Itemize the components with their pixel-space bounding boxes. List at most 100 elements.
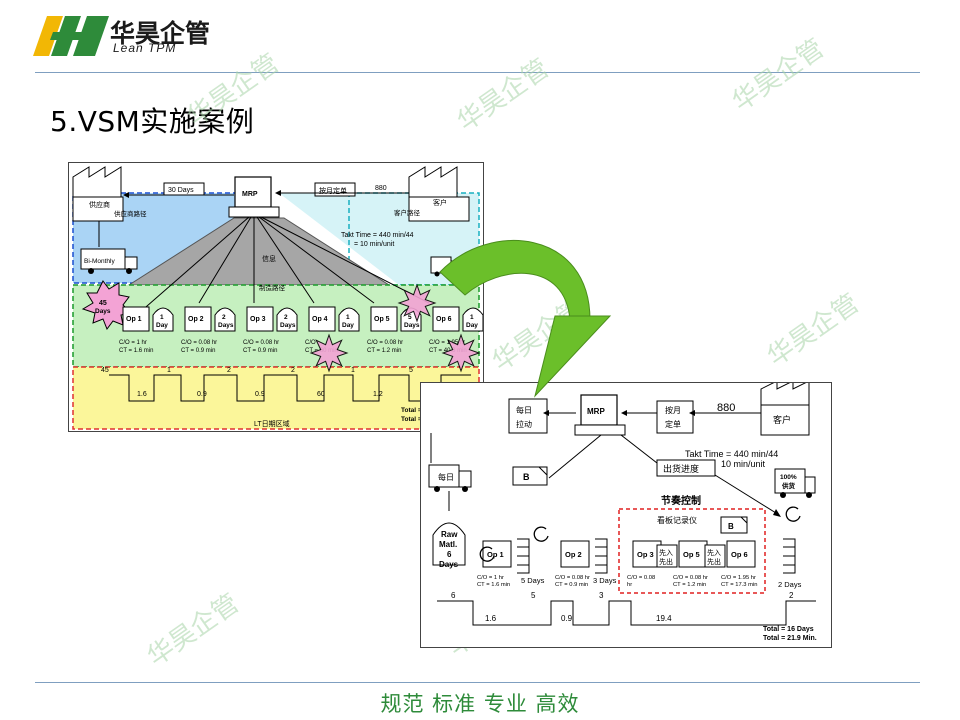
mrp-label: MRP	[587, 407, 605, 416]
manuf-path-label: 制造路径	[259, 283, 286, 292]
cycle-time: CT = 0.9 min	[243, 348, 277, 354]
cycle-time: hr	[627, 582, 632, 588]
mrp-label: MRP	[242, 191, 258, 198]
takt-label: Takt Time = 440 min/44	[685, 449, 778, 459]
cycle-time: CT = 1.2 min	[367, 348, 401, 354]
order-label-1: 按月	[665, 405, 681, 415]
inventory-burst	[309, 333, 349, 373]
timeline-time: 0.9	[561, 614, 573, 623]
kanban-b-label: B	[728, 522, 734, 531]
inventory-unit: Day	[342, 322, 354, 329]
process-box: Op 5	[370, 306, 398, 332]
timeline-days: 1	[351, 367, 355, 374]
footer-divider	[35, 682, 920, 683]
fifo-label-2: 先出	[659, 557, 673, 566]
process-label: Op 1	[126, 316, 142, 323]
changeover: C/O = 0.08 hr	[673, 575, 708, 581]
lt-zone	[72, 366, 480, 430]
supermarket-icon	[595, 538, 608, 574]
info-label: 信息	[262, 254, 276, 263]
supplier-label: 供应商	[89, 200, 110, 209]
inventory-value: 2	[284, 314, 288, 321]
page-title: 5.VSM实施案例	[50, 105, 255, 138]
customer-label: 客户	[773, 414, 791, 425]
demand-label: 880	[375, 185, 387, 192]
timeline-time: 1.6	[137, 391, 147, 398]
changeover: C/O	[305, 340, 316, 346]
current-state-vsm: 供应商 供应商路径 30 Days MRP 按月定单 880 客户 客户路径 T…	[68, 162, 484, 432]
demand-label: 880	[717, 402, 735, 414]
inventory-unit: Days	[218, 322, 234, 329]
process-label: Op 4	[312, 316, 328, 323]
inventory-value: 1	[470, 314, 474, 321]
timeline-days: 5	[409, 367, 413, 374]
watermark: 华昊企管	[142, 588, 245, 673]
inventory-5-days: 5 Days	[521, 576, 545, 585]
inventory-unit: Days	[280, 322, 296, 329]
process-label: Op 5	[374, 316, 390, 323]
inventory-value: 45	[99, 300, 107, 307]
inventory-value: 1	[346, 314, 350, 321]
takt-label-2: = 10 min/unit	[354, 241, 394, 248]
total-time: Total = 21.9 Min.	[763, 635, 817, 642]
timeline-days: 1	[167, 367, 171, 374]
supplier-path-label: 供应商路径	[114, 209, 147, 218]
truck-daily-label: 每日	[438, 472, 454, 482]
changeover: C/O = 0.08 hr	[243, 340, 279, 346]
process-box: Op 6	[432, 306, 460, 332]
timeline-days: 45	[101, 367, 109, 374]
inventory-value: 5	[408, 314, 412, 321]
watermark: 华昊企管	[762, 288, 865, 373]
process-label: Op 6	[436, 316, 452, 323]
mrp-computer-icon	[574, 394, 626, 436]
truck-icon	[80, 248, 138, 274]
timeline-days: 2	[789, 591, 794, 600]
fifo-label-1: 先入	[707, 548, 721, 557]
total-days: Total = 16 Days	[763, 626, 814, 633]
daily-pull-label-1: 每日	[516, 405, 532, 415]
process-box: Op 3	[246, 306, 274, 332]
truck-customer-label-2: 供货	[781, 481, 796, 490]
timeline-days: 2	[291, 367, 295, 374]
truck-icon	[774, 468, 816, 498]
raw-label-3: 6	[447, 550, 452, 559]
cycle-time: CT = 0.9 min	[181, 348, 215, 354]
inventory-value: 1	[160, 314, 164, 321]
cycle-time: CT = 0.9 min	[555, 582, 588, 588]
company-logo-mark	[33, 16, 109, 56]
process-box: Op 1	[482, 540, 512, 568]
timeline-time: 19.4	[656, 614, 672, 623]
inventory-unit: Day	[466, 322, 478, 329]
info-flow-arrows	[138, 216, 430, 314]
process-label: Op 2	[188, 316, 204, 323]
changeover: C/O = 0.08	[627, 575, 655, 581]
footer-slogan: 规范 标准 专业 高效	[380, 692, 580, 716]
raw-material-icon	[432, 522, 466, 566]
raw-label-4: Days	[439, 560, 459, 569]
process-box: Op 5	[678, 540, 708, 568]
future-state-vsm: 每日 拉动 MRP 按月 定单 880 客户 Takt Time = 440 m…	[420, 380, 832, 648]
supplier-factory-icon	[72, 166, 124, 222]
process-label: Op 1	[487, 550, 504, 559]
takt-label: Takt Time = 440 min/44	[341, 232, 414, 239]
ship-progress-label: 出货进度	[663, 463, 699, 474]
process-box: Op 6	[726, 540, 756, 568]
supermarket-icon	[517, 538, 530, 574]
inventory-2-days: 2 Days	[778, 580, 802, 589]
process-label: Op 6	[731, 550, 748, 559]
inventory-burst	[397, 283, 437, 323]
cycle-time: CT = 1.6 min	[477, 582, 510, 588]
customer-factory-icon	[408, 166, 470, 222]
process-label: Op 5	[683, 550, 700, 559]
cycle-time: CT = 1.6 min	[119, 348, 153, 354]
interval-label: 30 Days	[168, 187, 194, 194]
truck-customer-label-1: 100%	[780, 474, 797, 481]
changeover: C/O = 1 hr	[477, 575, 504, 581]
fifo-label-1: 先入	[659, 548, 673, 557]
